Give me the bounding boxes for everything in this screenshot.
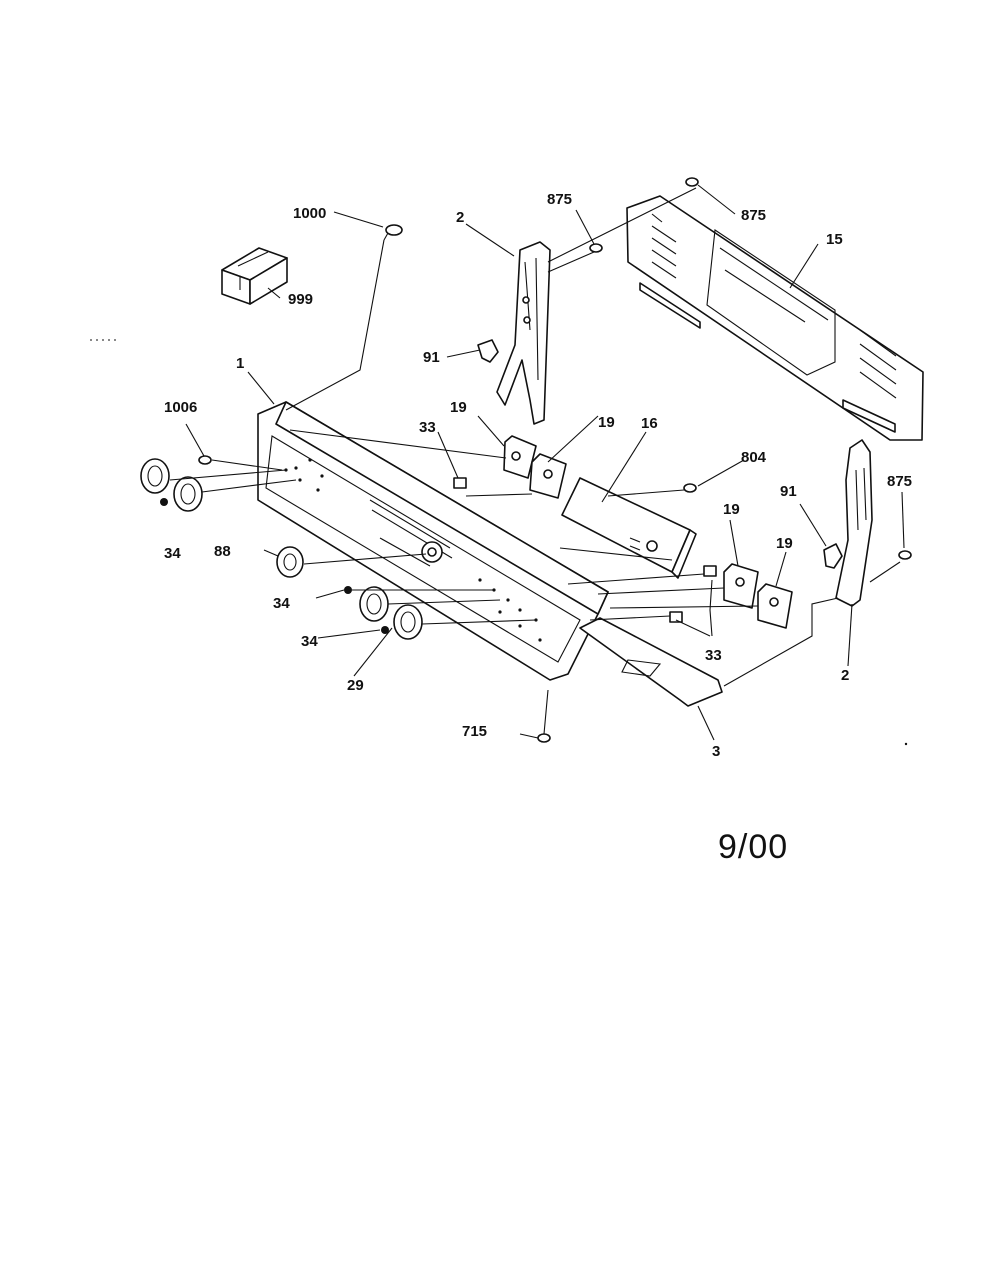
callout-2-bottom: 2 <box>841 667 849 684</box>
switch-19-d <box>757 583 793 629</box>
callout-19-a: 19 <box>450 399 467 416</box>
callout-34-c: 34 <box>301 633 318 650</box>
callout-1: 1 <box>236 355 244 372</box>
callout-33-bottom: 33 <box>705 647 722 664</box>
knobs-and-nuts <box>140 458 423 640</box>
part-999-block <box>221 247 288 305</box>
knob-88 <box>276 546 304 578</box>
callout-88: 88 <box>214 543 231 560</box>
callout-715: 715 <box>462 723 487 740</box>
knob-29 <box>393 604 423 640</box>
knob-lower-a <box>359 586 389 622</box>
scan-speck <box>904 742 908 746</box>
part-19-switches <box>503 435 793 629</box>
part-16-display-board <box>561 477 697 579</box>
part-804-screw <box>683 483 697 493</box>
callout-3: 3 <box>712 743 720 760</box>
callout-999: 999 <box>288 291 313 308</box>
callout-19-d: 19 <box>776 535 793 552</box>
part-91-right-clip <box>823 543 843 569</box>
callout-804: 804 <box>741 449 767 466</box>
callout-15: 15 <box>826 231 843 248</box>
callout-33-top: 33 <box>419 419 436 436</box>
panel-marking-dots <box>284 458 542 642</box>
callout-29: 29 <box>347 677 364 694</box>
callout-91-right: 91 <box>780 483 797 500</box>
callout-16: 16 <box>641 415 658 432</box>
part-715-screw <box>537 689 551 743</box>
callout-91-left: 91 <box>423 349 440 366</box>
callout-labels: 1000 999 2 875 875 15 91 1 1006 33 19 19… <box>164 191 912 760</box>
callout-19-c: 19 <box>723 501 740 518</box>
knob-upper-left-a <box>140 458 170 494</box>
callout-2-top: 2 <box>456 209 464 226</box>
nut-34-b <box>344 586 352 594</box>
switch-19-c <box>723 563 759 609</box>
callout-875-screw: 875 <box>741 207 766 224</box>
callout-34-a: 34 <box>164 545 181 562</box>
leader-lines <box>169 184 905 741</box>
nut-34-c <box>381 626 389 634</box>
part-1006-screw <box>198 455 212 465</box>
callout-34-b: 34 <box>273 595 290 612</box>
callout-1000: 1000 <box>293 205 326 222</box>
callout-875-top: 875 <box>547 191 572 208</box>
part-2-left-bracket <box>496 241 551 425</box>
part-3-bottom-trim <box>579 617 723 707</box>
part-33-clips <box>453 477 717 623</box>
switch-19-b <box>529 453 567 499</box>
callout-19-b: 19 <box>598 414 615 431</box>
part-15-rear-panel <box>626 195 924 441</box>
part-1-control-panel <box>257 401 609 681</box>
part-91-left-clip <box>477 339 499 363</box>
part-875-screws <box>589 177 912 560</box>
knob-upper-left-b <box>173 476 203 512</box>
nut-34-a <box>160 498 168 506</box>
date-stamp: 9/00 <box>718 828 789 866</box>
part-2-right-bracket <box>835 439 873 607</box>
part-1000-screw <box>383 224 403 241</box>
callout-875-right: 875 <box>887 473 912 490</box>
callout-1006: 1006 <box>164 399 197 416</box>
